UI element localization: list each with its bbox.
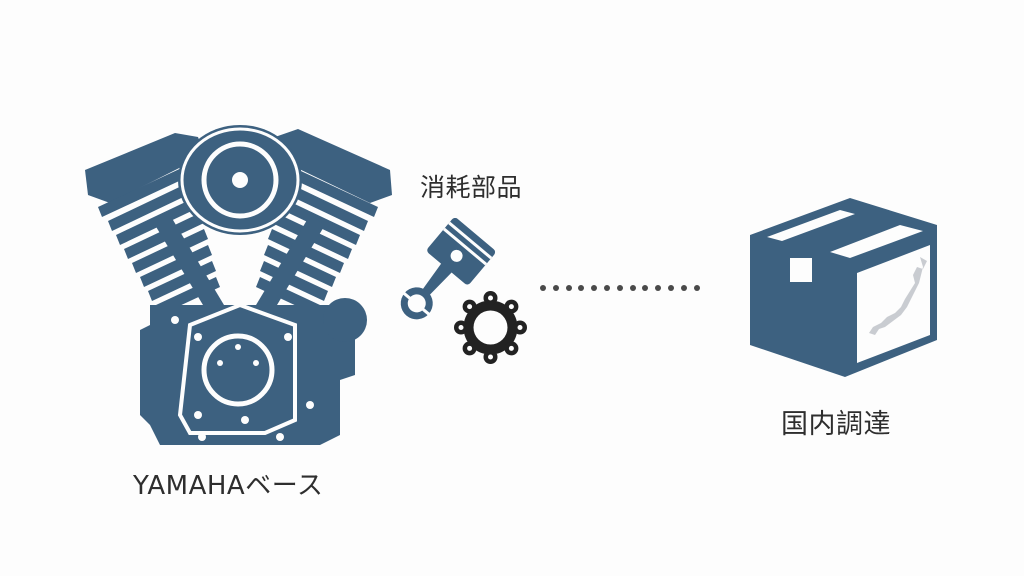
connector-dot xyxy=(655,285,662,291)
piston-icon xyxy=(388,217,498,333)
engine-icon xyxy=(80,115,400,455)
connector-dot xyxy=(680,285,687,291)
engine-label: YAMAHAベース xyxy=(133,471,324,501)
connector-dot xyxy=(540,285,546,291)
connector-dot xyxy=(591,285,598,291)
connector-dot xyxy=(693,285,700,291)
box-japan-icon xyxy=(745,195,940,380)
connector-dot xyxy=(552,285,559,291)
connector-dot xyxy=(616,285,623,291)
connector-dot xyxy=(578,285,585,291)
connector-dot xyxy=(603,285,610,291)
dotted-connector xyxy=(540,285,700,291)
connector-dot xyxy=(629,285,636,291)
connector-dot xyxy=(667,285,674,291)
parts-label: 消耗部品 xyxy=(420,173,523,202)
gasket-icon xyxy=(453,290,528,365)
box-label: 国内調達 xyxy=(781,409,891,440)
connector-dot xyxy=(565,285,572,291)
connector-dot xyxy=(642,285,649,291)
